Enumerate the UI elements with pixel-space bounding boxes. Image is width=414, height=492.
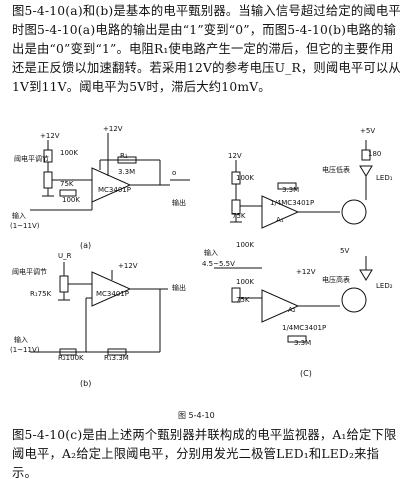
c-r100k-in: 100K [236, 278, 254, 286]
c-opamp-a2 [261, 289, 300, 323]
a-r1-val: 3.3M [118, 168, 135, 176]
a-out-mark: o [172, 169, 176, 177]
b-threshold: 阈电平调节 [12, 267, 47, 276]
a-input: 输入 [12, 211, 26, 220]
b-resistor-r2 [59, 348, 77, 356]
c-r33m-top: 3.3M [282, 186, 299, 194]
c-transistor-2 [341, 287, 367, 313]
a-label: (a) [80, 241, 91, 250]
c-r180: 180 [368, 150, 381, 158]
c-input-range: 4.5~5.5V [202, 260, 235, 268]
c-v4: +12V [296, 268, 316, 276]
a-output: 输出 [172, 198, 186, 207]
b-r2: R₂100K [58, 354, 84, 362]
a-pot: 75K [60, 180, 74, 188]
c-r75k-2: 75K [236, 296, 250, 304]
panel-c: 12V +5V 5V +12V A₁ 1/4MC3401P A₂ 1/4MC34… [202, 127, 393, 378]
c-led1-symbol [359, 165, 373, 177]
c-input: 输入 [204, 248, 218, 257]
a-resistor-r2 [59, 189, 77, 197]
c-pot-75k-2 [231, 287, 241, 303]
c-v1: 12V [228, 152, 242, 160]
paragraph-bottom: 图5-4-10(c)是由上述两个甄别器并联构成的电平监视器，A₁给定下限阈电平，… [12, 428, 397, 480]
c-r33m-bot: 3.3M [294, 339, 311, 347]
a-vcc: +12V [103, 125, 123, 133]
a-r2: 100K [62, 196, 80, 204]
a-opamp-symbol [91, 167, 132, 203]
c-transistor-1 [341, 199, 367, 225]
b-input-range: (1~11V) [10, 346, 40, 354]
a-resistor-r1 [117, 156, 137, 164]
b-pot: R₁75K [30, 290, 52, 298]
b-input: 输入 [14, 335, 28, 344]
b-resistor-r1 [107, 348, 127, 356]
c-opamp-a1 [261, 195, 300, 229]
c-opamp2: A₂ [288, 306, 296, 314]
b-output: 输出 [172, 283, 186, 292]
a-potentiometer [43, 171, 53, 189]
a-opamp: MC3401P [98, 186, 131, 194]
c-r75k-1: 75K [232, 212, 246, 220]
b-potentiometer [59, 275, 69, 293]
b-opamp: MC3401P [96, 290, 129, 298]
a-input-range: (1~11V) [10, 222, 40, 230]
c-resistor-180 [361, 149, 371, 161]
c-v3: 5V [340, 247, 349, 255]
c-label: (C) [300, 369, 312, 378]
c-r100k-top: 100K [236, 174, 254, 182]
b-vr: U_R [58, 252, 72, 260]
b-vcc: +12V [118, 262, 138, 270]
a-rref: 100K [60, 149, 78, 157]
b-label: (b) [80, 379, 91, 388]
figure-caption: 图 5-4-10 [178, 411, 215, 420]
b-opamp-symbol [91, 271, 132, 307]
a-threshold: 阈电平调节 [14, 154, 49, 163]
panel-a: +12V +12V 阈电平调节 100K 75K 100K R₁ 3.3M MC… [10, 125, 190, 250]
c-v2: +5V [360, 127, 375, 135]
c-led2-symbol [359, 269, 373, 281]
c-led1-label: 电压低表 [322, 165, 350, 174]
c-resistor-3.3m [277, 182, 297, 190]
c-opamp1-part: 1/4MC3401P [270, 199, 314, 207]
a-vr: +12V [40, 132, 60, 140]
c-led1: LED₁ [376, 174, 393, 182]
c-opamp2-part: 1/4MC3401P [282, 324, 326, 332]
c-led2-label: 电压高表 [322, 275, 350, 284]
b-r1: R₁3.3M [104, 354, 129, 362]
a-r1: R₁ [120, 152, 128, 160]
panel-b: U_R +12V 阈电平调节 R₁75K MC3401P 输出 输入 (1~11… [10, 252, 186, 388]
c-led2: LED₂ [376, 282, 393, 290]
paragraph-top: 图5-4-10(a)和(b)是基本的电平甄别器。当输入信号超过给定的阈电平时图5… [12, 4, 401, 94]
c-r100k-mid: 100K [236, 241, 254, 249]
c-resistor-3.3m-2 [287, 335, 307, 343]
